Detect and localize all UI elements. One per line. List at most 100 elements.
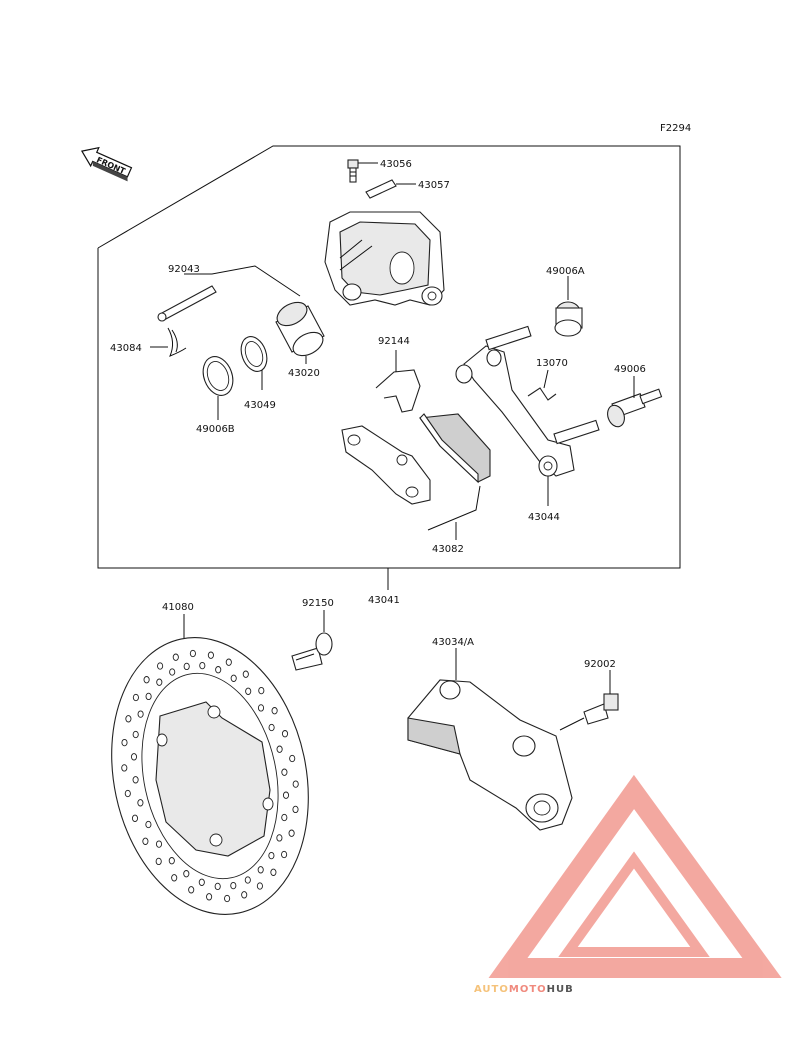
- disc-hole: [131, 814, 139, 822]
- disc-drill-holes: [121, 649, 299, 903]
- disc-hole: [199, 661, 206, 670]
- caliper-holder: [407, 648, 573, 831]
- pin: [157, 265, 301, 322]
- disc-hole: [156, 678, 163, 686]
- disc-hole: [145, 692, 152, 701]
- callout-41080: 41080: [162, 602, 194, 613]
- disc-hole: [282, 791, 290, 799]
- disc-hole: [245, 687, 252, 695]
- disc-hole: [224, 894, 231, 903]
- disc-hole: [292, 805, 299, 814]
- bleed-cap: [365, 179, 416, 199]
- disc-hole: [271, 707, 278, 715]
- front-arrow-icon: FRONT: [80, 146, 133, 182]
- dust-seal: [202, 356, 234, 420]
- disc-hole: [257, 866, 264, 874]
- disc-hole: [214, 882, 221, 891]
- disc-hole: [257, 704, 265, 712]
- disc-hole: [206, 893, 213, 901]
- disc-hole: [289, 754, 296, 763]
- watermark-word-hub: HUB: [547, 984, 574, 995]
- callout-92150: 92150: [302, 598, 334, 609]
- disc-hole: [142, 837, 149, 845]
- snap-clip: [150, 327, 187, 357]
- callout-13070: 13070: [536, 358, 568, 369]
- boot-large: [554, 276, 583, 337]
- watermark-word-moto: MOTO: [509, 984, 547, 995]
- callout-43082: 43082: [432, 544, 464, 555]
- disc-hole: [215, 666, 222, 674]
- bleed-valve: [347, 159, 378, 183]
- disc-hole: [188, 886, 195, 894]
- disc-hole: [132, 693, 139, 702]
- callout-49006a: 49006A: [546, 266, 585, 277]
- callout-49006: 49006: [614, 364, 646, 375]
- piston: [275, 301, 325, 364]
- watermark-word-auto: AUTO: [474, 984, 509, 995]
- assembly-box: [97, 145, 681, 590]
- callout-43044: 43044: [528, 512, 560, 523]
- disc-hole: [121, 764, 128, 772]
- callout-92144: 92144: [378, 336, 410, 347]
- disc-hole: [292, 780, 299, 788]
- disc-hole: [143, 676, 150, 684]
- watermark-logo-icon: [488, 774, 782, 978]
- callout-43020: 43020: [288, 368, 320, 379]
- callout-92043: 92043: [168, 264, 200, 275]
- disc-hole: [168, 857, 175, 865]
- disc-hole: [256, 882, 263, 890]
- holder-bolt: [559, 670, 619, 731]
- disc-hole: [281, 850, 288, 859]
- disc-hole: [155, 840, 163, 848]
- disc-hole: [225, 658, 232, 666]
- callout-92002: 92002: [584, 659, 616, 670]
- disc-hole: [281, 768, 288, 776]
- disc-hole: [207, 651, 214, 659]
- callout-43049: 43049: [244, 400, 276, 411]
- boot-small: [607, 376, 663, 428]
- callout-43056: 43056: [380, 159, 412, 170]
- disc-hole: [244, 876, 251, 884]
- disc-hole: [145, 820, 152, 829]
- disc-hole: [268, 723, 275, 732]
- disc-hole: [242, 670, 249, 678]
- disc-hole: [132, 776, 139, 784]
- disc-hole: [121, 738, 128, 747]
- watermark-text: AUTOMOTOHUB: [474, 984, 574, 995]
- callout-43034a: 43034/A: [432, 637, 474, 648]
- disc-hole: [132, 730, 139, 739]
- disc-hole: [124, 789, 131, 798]
- callout-49006b: 49006B: [196, 424, 235, 435]
- disc-hole: [183, 662, 190, 671]
- disc-hole: [241, 891, 248, 899]
- disc-hole: [270, 868, 277, 876]
- disc-hole: [130, 753, 138, 761]
- pad-retainer: [527, 369, 557, 401]
- figure-code: F2294: [660, 123, 691, 134]
- disc-hole: [230, 881, 237, 890]
- disc-hole: [157, 662, 164, 670]
- callout-43041: 43041: [368, 595, 400, 606]
- disc-hole: [183, 870, 190, 878]
- caliper-body: [324, 211, 445, 306]
- disc-hole: [288, 829, 295, 837]
- disc-hole: [137, 799, 144, 807]
- disc-hole: [276, 745, 283, 753]
- disc-hole: [172, 653, 179, 661]
- pad-spring: [375, 350, 421, 413]
- disc-hole: [125, 715, 132, 723]
- disc-hole: [276, 834, 283, 842]
- disc-hole: [169, 668, 176, 676]
- disc-hole: [258, 686, 265, 695]
- disc-hole: [189, 649, 196, 658]
- disc-hole: [268, 851, 275, 860]
- callout-43084: 43084: [110, 343, 142, 354]
- caliper-bracket: [455, 325, 600, 506]
- callout-43057: 43057: [418, 180, 450, 191]
- disc-hole: [281, 813, 288, 822]
- disc-hole: [155, 857, 162, 866]
- disc-hole: [281, 730, 289, 738]
- disc-hole: [230, 674, 237, 682]
- brake-pads: [341, 413, 491, 540]
